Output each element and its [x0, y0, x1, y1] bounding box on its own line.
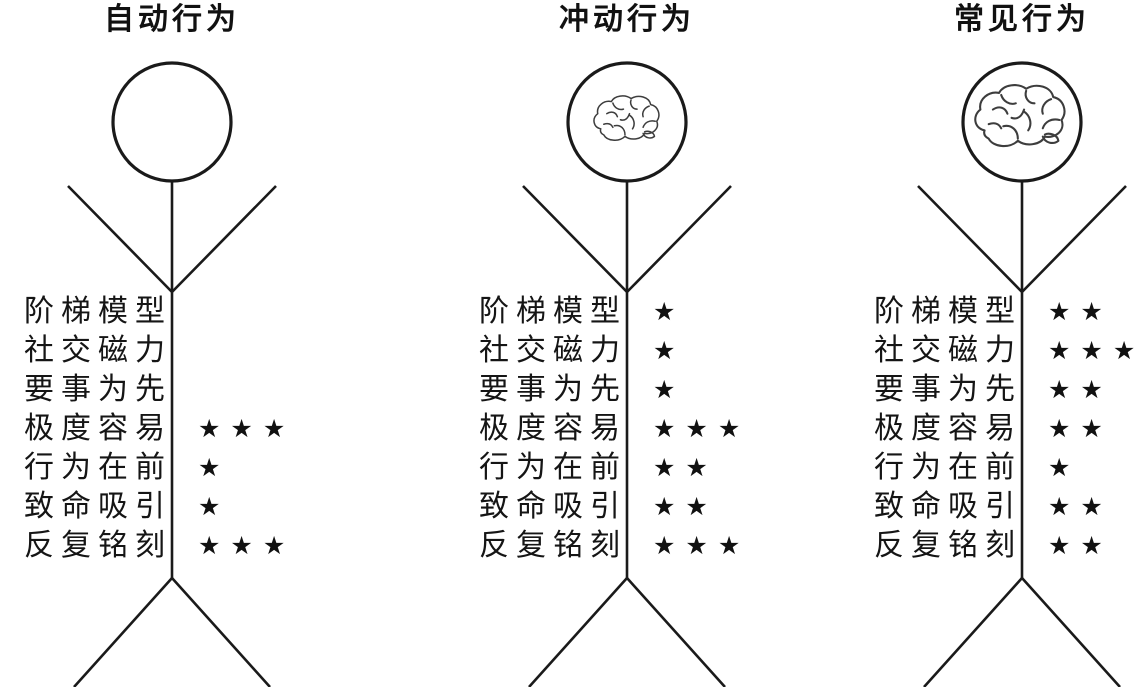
- row-label: 阶梯模型: [24, 295, 172, 328]
- right-arm-line: [1021, 185, 1127, 293]
- row-stars: ★★: [1048, 531, 1113, 560]
- row-label: 反复铭刻: [479, 529, 627, 562]
- row-stars: ★: [653, 375, 686, 404]
- row-stars: ★★: [1048, 492, 1113, 521]
- behavior-row: 要事为先 ★★: [850, 370, 1143, 409]
- row-label: 极度容易: [479, 412, 627, 445]
- behavior-row: 阶梯模型 ★★: [850, 292, 1143, 331]
- row-label: 阶梯模型: [874, 295, 1022, 328]
- row-label: 社交磁力: [874, 334, 1022, 367]
- row-label: 极度容易: [874, 412, 1022, 445]
- figure-impulsive-behavior: 冲动行为 阶梯模型 ★ 社交磁力 ★ 要事为先 ★ 极度容易: [455, 0, 805, 687]
- behavior-row: 社交磁力 ★★★: [850, 331, 1143, 370]
- left-arm-line: [522, 185, 628, 293]
- row-label: 行为在前: [479, 451, 627, 484]
- row-label: 阶梯模型: [479, 295, 627, 328]
- left-leg-line: [73, 577, 173, 687]
- behavior-row: 要事为先: [0, 370, 350, 409]
- behavior-row: 行为在前 ★: [0, 448, 350, 487]
- rating-rows: 阶梯模型 ★ 社交磁力 ★ 要事为先 ★ 极度容易 ★★★ 行为在前 ★★ 致命…: [455, 292, 805, 565]
- row-stars: ★★: [1048, 297, 1113, 326]
- row-stars: ★★: [1048, 414, 1113, 443]
- row-label: 极度容易: [24, 412, 172, 445]
- rating-rows: 阶梯模型 ★★ 社交磁力 ★★★ 要事为先 ★★ 极度容易 ★★ 行为在前 ★ …: [850, 292, 1143, 565]
- right-leg-line: [626, 577, 726, 687]
- row-label: 致命吸引: [479, 490, 627, 523]
- row-stars: ★★: [1048, 375, 1113, 404]
- row-label: 社交磁力: [24, 334, 172, 367]
- row-stars: ★: [198, 453, 231, 482]
- row-stars: ★★★: [198, 414, 296, 443]
- row-stars: ★: [653, 297, 686, 326]
- behavior-row: 极度容易 ★★: [850, 409, 1143, 448]
- row-stars: ★★: [653, 453, 718, 482]
- behavior-row: 要事为先 ★: [455, 370, 805, 409]
- row-stars: ★★★: [653, 414, 751, 443]
- behavior-row: 致命吸引 ★★: [850, 487, 1143, 526]
- row-label: 反复铭刻: [24, 529, 172, 562]
- large-brain-icon: [974, 84, 1066, 148]
- row-label: 致命吸引: [874, 490, 1022, 523]
- stick-figure: [522, 61, 732, 687]
- figure-title: 冲动行为: [559, 3, 695, 36]
- left-arm-line: [917, 185, 1023, 293]
- row-label: 反复铭刻: [874, 529, 1022, 562]
- row-stars: ★★: [653, 492, 718, 521]
- rating-rows: 阶梯模型 社交磁力 要事为先 极度容易 ★★★ 行为在前 ★ 致命吸引 ★: [0, 292, 350, 565]
- behavior-row: 社交磁力: [0, 331, 350, 370]
- row-stars: ★: [653, 336, 686, 365]
- row-label: 要事为先: [479, 373, 627, 406]
- stick-figure: [917, 61, 1127, 687]
- behavior-row: 反复铭刻 ★★★: [0, 526, 350, 565]
- right-leg-line: [171, 577, 271, 687]
- left-arm-line: [67, 185, 173, 293]
- row-stars: ★★★: [1048, 336, 1143, 365]
- right-leg-line: [1021, 577, 1121, 687]
- behavior-row: 阶梯模型: [0, 292, 350, 331]
- row-stars: ★: [198, 492, 231, 521]
- small-brain-icon: [593, 95, 660, 141]
- behavior-row: 社交磁力 ★: [455, 331, 805, 370]
- row-label: 致命吸引: [24, 490, 172, 523]
- row-stars: ★★★: [653, 531, 751, 560]
- behavior-row: 行为在前 ★: [850, 448, 1143, 487]
- behavior-row: 致命吸引 ★★: [455, 487, 805, 526]
- left-leg-line: [923, 577, 1023, 687]
- row-stars: ★★★: [198, 531, 296, 560]
- stick-figure: [67, 61, 277, 687]
- row-label: 行为在前: [874, 451, 1022, 484]
- behavior-row: 极度容易 ★★★: [0, 409, 350, 448]
- right-arm-line: [171, 185, 277, 293]
- left-leg-line: [528, 577, 628, 687]
- behavior-row: 反复铭刻 ★★: [850, 526, 1143, 565]
- behavior-row: 行为在前 ★★: [455, 448, 805, 487]
- head-circle: [111, 61, 233, 183]
- figure-automatic-behavior: 自动行为 阶梯模型 社交磁力 要事为先 极度容易 ★ ★: [0, 0, 350, 687]
- right-arm-line: [626, 185, 732, 293]
- row-stars: ★: [1048, 453, 1081, 482]
- row-label: 要事为先: [24, 373, 172, 406]
- behavior-row: 致命吸引 ★: [0, 487, 350, 526]
- row-label: 行为在前: [24, 451, 172, 484]
- row-label: 社交磁力: [479, 334, 627, 367]
- figure-title: 自动行为: [104, 3, 240, 36]
- behavior-row: 极度容易 ★★★: [455, 409, 805, 448]
- behavior-row: 阶梯模型 ★: [455, 292, 805, 331]
- row-label: 要事为先: [874, 373, 1022, 406]
- figure-common-behavior: 常见行为 阶梯模型 ★★ 社交磁力 ★★★ 要事为先 ★★ 极: [850, 0, 1143, 687]
- figure-title: 常见行为: [954, 3, 1090, 36]
- behavior-row: 反复铭刻 ★★★: [455, 526, 805, 565]
